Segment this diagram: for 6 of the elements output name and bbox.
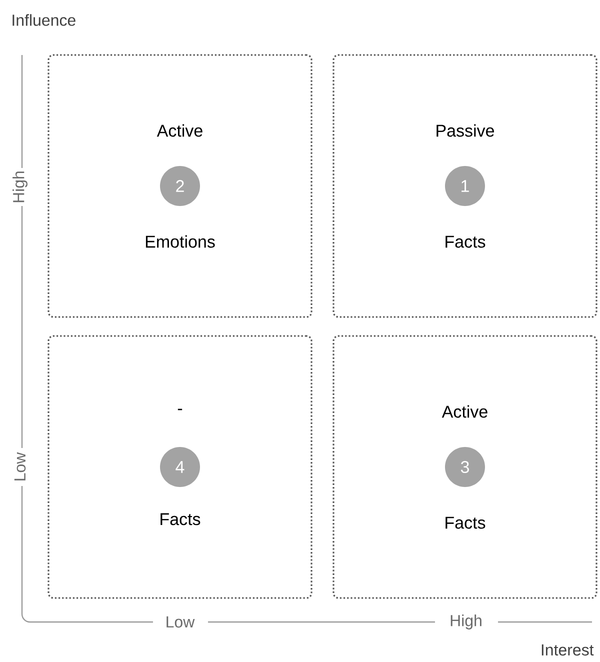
- axis-title: Influence: [12, 14, 76, 26]
- axis-label: High: [12, 172, 28, 202]
- axis-label: High: [450, 614, 482, 630]
- axis-label: Low: [14, 452, 26, 480]
- axis-label: Low: [166, 616, 195, 628]
- axis-title: Interest: [542, 644, 594, 656]
